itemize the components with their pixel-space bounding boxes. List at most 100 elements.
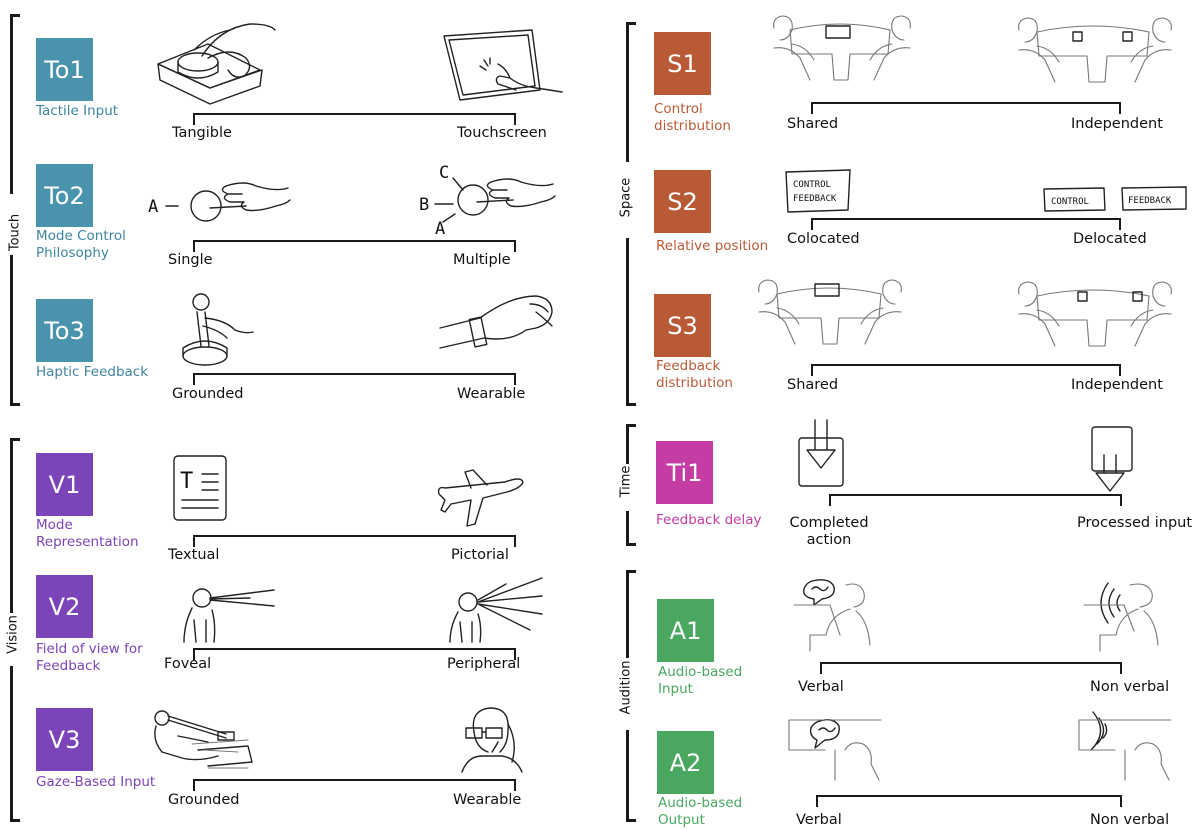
scale-tick-left-a1 bbox=[820, 662, 822, 674]
wearable-wristband-icon bbox=[439, 295, 553, 349]
scale-left-label-to1: Tangible bbox=[172, 125, 232, 141]
group-label-time: Time bbox=[618, 465, 634, 498]
airplane-pictorial-icon bbox=[437, 469, 524, 527]
time-bracket-cap-top bbox=[626, 424, 636, 427]
scale-line-a1 bbox=[820, 662, 1122, 664]
scale-line-to2 bbox=[193, 240, 516, 242]
audition-bracket-top bbox=[626, 570, 629, 658]
scale-tick-left-ti1 bbox=[829, 494, 831, 506]
mode-letter-a-multi: A bbox=[435, 219, 445, 239]
group-label-vision: Vision bbox=[5, 615, 21, 654]
space-bracket-cap-top bbox=[626, 22, 636, 25]
mode-letter-b: B bbox=[419, 195, 429, 215]
scale-right-label-a1: Non verbal bbox=[1090, 679, 1170, 695]
group-label-touch: Touch bbox=[7, 213, 23, 252]
scale-right-label-to2: Multiple bbox=[453, 252, 511, 268]
scale-right-label-s2: Delocated bbox=[1073, 231, 1147, 247]
touchscreen-tablet-icon bbox=[443, 29, 563, 101]
verbal-input-speech-icon bbox=[793, 579, 871, 652]
grounded-eye-tracker-icon bbox=[154, 710, 253, 769]
scale-left-label-a2: Verbal bbox=[796, 812, 842, 828]
dimension-name-v3: Gaze-Based Input bbox=[36, 774, 156, 790]
scale-line-ti1 bbox=[829, 494, 1122, 496]
scale-line-to1 bbox=[193, 113, 516, 115]
scale-right-label-s3: Independent bbox=[1071, 377, 1163, 393]
badge-s2: S2 bbox=[654, 170, 711, 233]
scale-left-label-v1: Textual bbox=[168, 547, 220, 563]
dimension-name-to2: Mode Control Philosophy bbox=[36, 228, 126, 261]
scale-left-label-v3: Grounded bbox=[168, 792, 240, 808]
badge-a2: A2 bbox=[657, 731, 714, 794]
scale-tick-left-to3 bbox=[193, 373, 195, 385]
nonverbal-input-sound-icon bbox=[1083, 582, 1159, 652]
scale-tick-right-ti1 bbox=[1120, 494, 1122, 506]
scale-line-v1 bbox=[193, 535, 516, 537]
scale-left-label-s3: Shared bbox=[787, 377, 839, 393]
wearable-eye-tracker-glasses-icon bbox=[461, 707, 523, 773]
scale-right-label-to1: Touchscreen bbox=[457, 125, 547, 141]
scale-tick-left-to2 bbox=[193, 240, 195, 252]
delocated-feedback-text: FEEDBACK bbox=[1128, 196, 1172, 206]
scale-right-label-a2: Non verbal bbox=[1090, 812, 1170, 828]
group-label-audition: Audition bbox=[618, 660, 634, 715]
scale-left-label-ti1: Completed action bbox=[789, 515, 869, 548]
audition-bracket-cap-bottom bbox=[626, 819, 636, 822]
scale-tick-left-to1 bbox=[193, 113, 195, 125]
document-letter-t: T bbox=[180, 469, 193, 494]
scale-tick-right-v3 bbox=[514, 779, 516, 791]
scale-line-to3 bbox=[193, 373, 516, 375]
completed-action-arrow-box-icon bbox=[798, 419, 844, 487]
dimension-name-to1: Tactile Input bbox=[36, 103, 119, 119]
scale-tick-right-to3 bbox=[514, 373, 516, 385]
knob-tangible-icon bbox=[157, 23, 276, 105]
scale-tick-right-s1 bbox=[1119, 102, 1121, 114]
scale-line-v3 bbox=[193, 779, 516, 781]
single-mode-hand-icon: A bbox=[148, 182, 291, 222]
time-bracket-bottom bbox=[626, 511, 629, 546]
independent-control-cockpit-icon bbox=[1018, 17, 1172, 83]
scale-right-label-v2: Peripheral bbox=[447, 656, 521, 672]
badge-to3: To3 bbox=[36, 299, 93, 362]
badge-ti1: Ti1 bbox=[656, 441, 713, 504]
grounded-joystick-icon bbox=[182, 293, 254, 366]
scale-tick-left-v1 bbox=[193, 535, 195, 547]
scale-tick-left-a2 bbox=[816, 795, 818, 807]
scale-line-v2 bbox=[193, 648, 516, 650]
badge-v3: V3 bbox=[36, 708, 93, 771]
scale-right-label-v3: Wearable bbox=[453, 792, 522, 808]
time-bracket-cap-bottom bbox=[626, 543, 636, 546]
badge-s1: S1 bbox=[654, 32, 711, 95]
scale-left-label-a1: Verbal bbox=[798, 679, 844, 695]
badge-v2: V2 bbox=[36, 575, 93, 638]
scale-tick-right-v2 bbox=[514, 648, 516, 660]
scale-left-label-to3: Grounded bbox=[172, 386, 244, 402]
scale-left-label-to2: Single bbox=[168, 252, 213, 268]
dimension-name-ti1: Feedback delay bbox=[656, 512, 762, 528]
scale-line-s2 bbox=[811, 218, 1121, 220]
shared-feedback-cockpit-icon bbox=[758, 279, 902, 345]
colocated-control-feedback-box: CONTROL FEEDBACK bbox=[785, 169, 851, 213]
delocated-control-box: CONTROL bbox=[1043, 187, 1106, 212]
vision-bracket-cap-top bbox=[10, 438, 20, 441]
delocated-feedback-box: FEEDBACK bbox=[1121, 186, 1187, 211]
scale-left-label-s1: Shared bbox=[787, 116, 839, 132]
multiple-mode-hand-icon: C B A bbox=[419, 163, 556, 239]
peripheral-gaze-person-icon bbox=[449, 577, 543, 643]
scale-left-label-v2: Foveal bbox=[164, 656, 212, 672]
scale-line-a2 bbox=[816, 795, 1122, 797]
badge-v1: V1 bbox=[36, 453, 93, 516]
scale-tick-left-v2 bbox=[193, 648, 195, 660]
badge-s3: S3 bbox=[654, 294, 711, 357]
badge-to1: To1 bbox=[36, 38, 93, 101]
touch-bracket-top bbox=[10, 14, 13, 194]
independent-feedback-cockpit-icon bbox=[1018, 281, 1172, 347]
scale-tick-left-v3 bbox=[193, 779, 195, 791]
dimension-name-v1: Mode Representation bbox=[36, 517, 139, 550]
touch-bracket-cap-top bbox=[10, 14, 20, 17]
scale-tick-left-s2 bbox=[811, 218, 813, 230]
scale-right-label-to3: Wearable bbox=[457, 386, 526, 402]
touch-bracket-bottom bbox=[10, 255, 13, 405]
vision-bracket-bottom bbox=[10, 666, 13, 822]
scale-right-label-s1: Independent bbox=[1071, 116, 1163, 132]
mode-letter-a: A bbox=[148, 197, 158, 217]
